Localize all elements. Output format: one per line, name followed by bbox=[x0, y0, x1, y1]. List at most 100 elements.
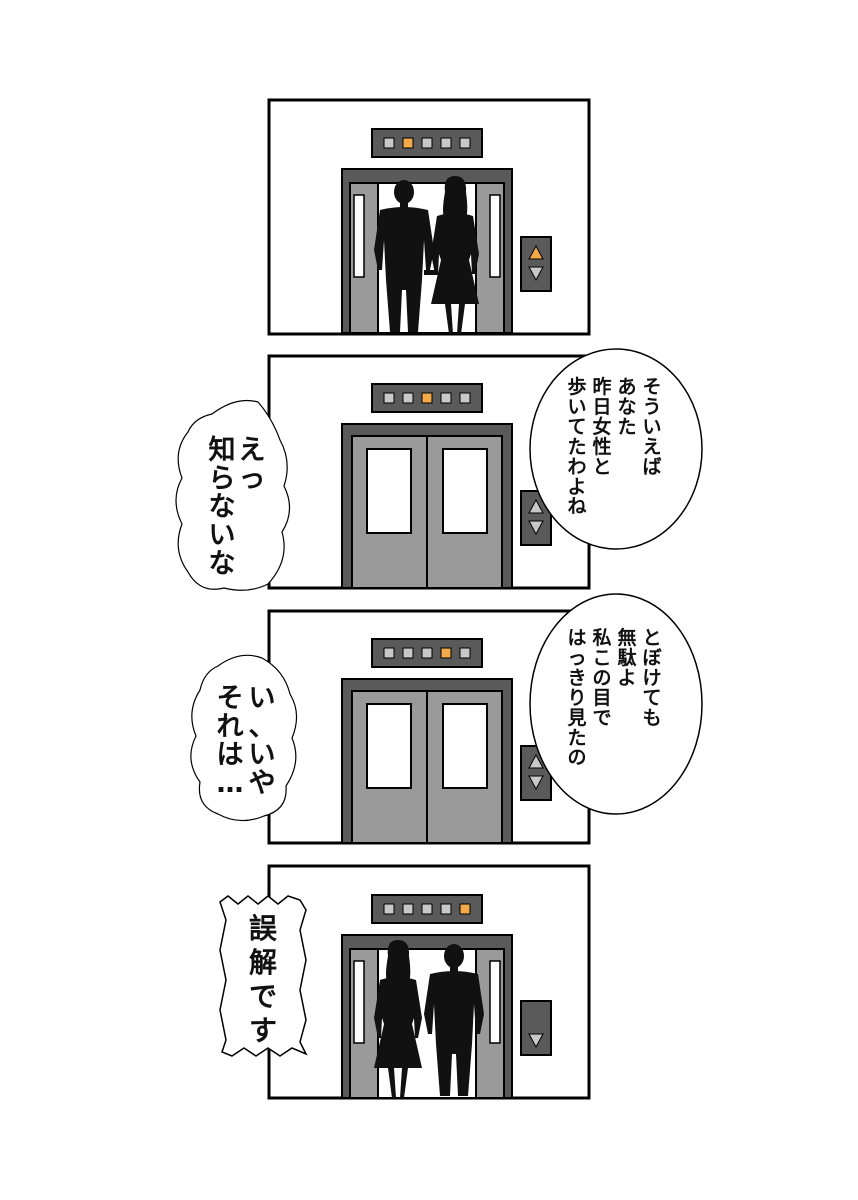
down-arrow-icon bbox=[528, 520, 544, 536]
call-buttons bbox=[520, 236, 552, 292]
floor-light-3 bbox=[440, 137, 452, 149]
speech-char: い bbox=[249, 683, 276, 714]
speech-line: そういえば bbox=[642, 376, 661, 478]
speech-bubble-right bbox=[529, 348, 703, 550]
speech-char: れ bbox=[217, 711, 244, 742]
floor-light-0 bbox=[383, 392, 395, 404]
speech-line: 歩いてたわよね bbox=[567, 375, 586, 518]
floor-light-1 bbox=[402, 903, 414, 915]
speech-char: と bbox=[642, 627, 661, 649]
floor-light-4 bbox=[459, 647, 471, 659]
caption-char: 誤 bbox=[249, 912, 278, 945]
speech-char: 目 bbox=[592, 687, 611, 709]
speech-line: それは… bbox=[217, 683, 244, 799]
speech-char: よ bbox=[567, 476, 586, 498]
speech-char: で bbox=[592, 707, 611, 729]
speech-char: け bbox=[642, 667, 661, 689]
floor-light-1 bbox=[402, 392, 414, 404]
couple-silhouette bbox=[374, 176, 479, 334]
speech-char: そ bbox=[642, 376, 661, 398]
floor-light-2 bbox=[421, 137, 433, 149]
floor-light-4 bbox=[459, 137, 471, 149]
speech-text-left: い、いや それは… bbox=[217, 683, 276, 799]
speech-text-right: とぼけても 無駄よ 私この目で はっきり見たの bbox=[567, 626, 662, 769]
speech-bubble-left bbox=[190, 654, 298, 822]
down-arrow-icon bbox=[528, 775, 544, 791]
speech-char: 無 bbox=[617, 626, 636, 649]
speech-char: な bbox=[209, 492, 236, 523]
speech-text-left: えっ 知らないな bbox=[209, 435, 266, 579]
floor-indicator bbox=[371, 128, 483, 158]
speech-text-right: そういえば あなた 昨日女性と 歩いてたわよね bbox=[567, 375, 661, 518]
speech-char: た bbox=[567, 436, 586, 458]
speech-char: と bbox=[592, 456, 611, 478]
speech-bubble-right bbox=[529, 593, 703, 815]
up-arrow-icon bbox=[528, 753, 544, 769]
speech-char: え bbox=[642, 436, 661, 458]
speech-char: … bbox=[217, 768, 244, 799]
speech-char: 昨 bbox=[592, 375, 611, 398]
speech-char: わ bbox=[567, 456, 586, 478]
speech-char: い bbox=[249, 740, 276, 771]
speech-char: て bbox=[642, 687, 661, 709]
speech-char: 見 bbox=[567, 707, 586, 729]
floor-light-3 bbox=[440, 392, 452, 404]
caption-char: 解 bbox=[249, 946, 277, 979]
speech-line: とぼけても bbox=[642, 627, 662, 729]
panel-3 bbox=[190, 593, 703, 845]
floor-light-2 bbox=[421, 903, 433, 915]
speech-char: 日 bbox=[592, 396, 611, 418]
panel-4 bbox=[219, 864, 591, 1100]
caption-char: す bbox=[249, 1014, 277, 1047]
speech-line: い、いや bbox=[249, 683, 276, 799]
speech-char: り bbox=[567, 687, 586, 709]
floor-light-3 bbox=[440, 903, 452, 915]
speech-char: た bbox=[567, 727, 586, 749]
speech-char: 駄 bbox=[617, 646, 636, 669]
speech-char: ら bbox=[209, 463, 236, 494]
speech-line: 無駄よ bbox=[617, 626, 636, 689]
speech-char: 私 bbox=[592, 627, 611, 649]
speech-char: の bbox=[592, 667, 611, 689]
speech-char: う bbox=[642, 396, 661, 418]
speech-char: た bbox=[617, 416, 636, 438]
floor-light-3 bbox=[440, 647, 452, 659]
floor-light-0 bbox=[383, 137, 395, 149]
caption-text: 誤 解 で す bbox=[249, 912, 278, 1047]
speech-char: ね bbox=[567, 496, 586, 518]
floor-light-2 bbox=[421, 647, 433, 659]
speech-char: っ bbox=[239, 463, 266, 494]
speech-char: 性 bbox=[592, 435, 611, 458]
speech-char: い bbox=[209, 520, 236, 551]
speech-char: っ bbox=[567, 647, 586, 669]
speech-char: 知 bbox=[209, 435, 236, 466]
speech-char: 女 bbox=[592, 415, 611, 438]
up-arrow-icon bbox=[528, 498, 544, 514]
speech-line: あなた bbox=[617, 376, 636, 438]
speech-char: の bbox=[567, 747, 586, 769]
speech-line: えっ bbox=[239, 435, 266, 494]
call-buttons bbox=[520, 1000, 552, 1056]
speech-char: な bbox=[209, 548, 236, 579]
speech-char: き bbox=[567, 667, 586, 689]
down-arrow-icon bbox=[528, 1033, 544, 1049]
speech-char: ぼ bbox=[642, 647, 662, 669]
speech-char: こ bbox=[592, 647, 611, 669]
speech-line: 知らないな bbox=[209, 435, 236, 579]
floor-light-1 bbox=[402, 137, 414, 149]
speech-char: は bbox=[217, 740, 244, 771]
speech-char: そ bbox=[217, 683, 244, 714]
speech-char: え bbox=[239, 435, 266, 466]
down-arrow-icon bbox=[528, 266, 544, 282]
floor-light-0 bbox=[383, 647, 395, 659]
floor-indicator bbox=[371, 638, 483, 668]
speech-char: も bbox=[642, 707, 661, 729]
speech-char: な bbox=[617, 396, 636, 418]
floor-indicator bbox=[371, 383, 483, 413]
up-arrow-icon bbox=[528, 244, 544, 260]
floor-light-4 bbox=[459, 392, 471, 404]
floor-light-2 bbox=[421, 392, 433, 404]
speech-char: は bbox=[567, 627, 586, 649]
speech-char: い bbox=[567, 396, 586, 418]
